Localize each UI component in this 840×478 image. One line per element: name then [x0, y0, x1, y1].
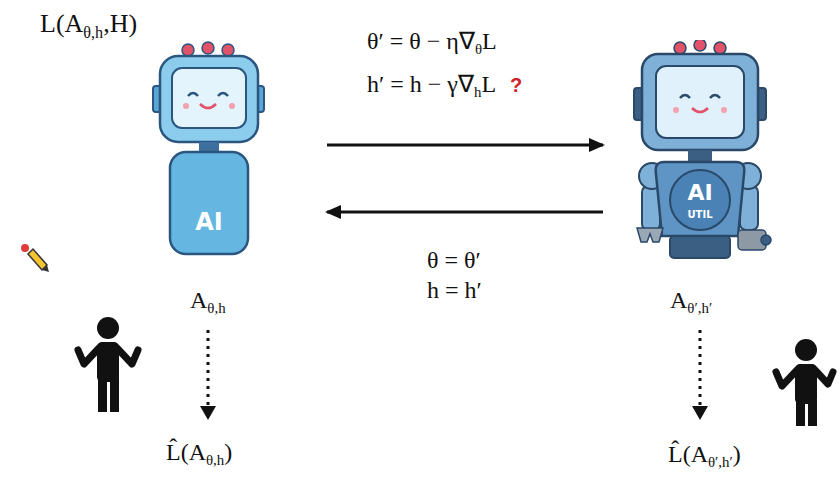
person-figure	[776, 339, 833, 426]
dotted-arrow	[692, 330, 708, 420]
formula-text: L	[481, 71, 496, 97]
formula-text: A	[670, 287, 687, 313]
subscript: θ	[475, 41, 482, 57]
robot-part	[229, 103, 235, 109]
robot-outline	[628, 40, 798, 265]
subscript: θ,h	[207, 300, 225, 316]
pencil-cursor	[21, 244, 49, 272]
robot-label: UTIL	[687, 210, 712, 220]
robot-part	[688, 150, 712, 162]
subscript: θ′,h′	[708, 454, 733, 470]
question-mark: ?	[510, 74, 522, 96]
robot-part	[200, 104, 216, 108]
robot-part	[160, 56, 258, 142]
robot-part	[714, 42, 726, 54]
robot-label: AI	[687, 182, 712, 204]
formula-text: L(A	[40, 9, 83, 38]
formula-text: θ′ = θ − η∇	[367, 28, 475, 54]
robot-part	[692, 108, 708, 112]
robot-part	[710, 95, 720, 98]
formula: Aθ′,h′	[670, 286, 712, 322]
robot-part	[670, 236, 730, 258]
robot-part	[656, 66, 744, 138]
robot-part	[642, 54, 758, 150]
robot-part	[218, 93, 228, 96]
robot-part	[673, 107, 679, 113]
robot-part	[670, 170, 730, 230]
formula-text: θ = θ′	[427, 247, 481, 273]
formula: h′ = h − γ∇hL?	[367, 70, 522, 106]
robot-part	[674, 42, 686, 54]
robot-label: AI	[195, 210, 223, 234]
formula: θ′ = θ − η∇θL	[367, 27, 497, 63]
robot-part	[172, 68, 246, 128]
formula: h = h′	[427, 276, 482, 304]
robot-part	[761, 235, 771, 245]
formula-text: L̂(A	[166, 439, 206, 465]
robot-part	[199, 142, 219, 152]
flow-arrow	[327, 144, 603, 147]
formula-text: )	[733, 441, 741, 467]
subscript: h	[474, 84, 481, 100]
formula: L̂(Aθ′,h′)	[668, 440, 741, 476]
robot-part	[721, 107, 727, 113]
robot-part	[656, 162, 745, 236]
subscript: θ,h	[206, 452, 224, 468]
flow-arrow	[327, 211, 603, 214]
dotted-arrow	[200, 330, 216, 420]
robot-part	[183, 103, 189, 109]
formula-text: h′ = h − γ∇	[367, 71, 474, 97]
formula: θ = θ′	[427, 246, 481, 274]
robot-part	[182, 44, 194, 56]
formula-text: )	[224, 439, 232, 465]
formula: L̂(Aθ,h)	[166, 438, 232, 474]
formula-text: L	[482, 28, 497, 54]
subscript: θ′,h′	[687, 300, 712, 316]
formula-text: L̂(A	[668, 441, 708, 467]
robot-part	[694, 40, 706, 51]
robot-node: AI	[150, 40, 265, 258]
subscript: θ,h	[83, 24, 103, 41]
formula: Aθ,h	[190, 286, 226, 322]
robot-part	[170, 152, 248, 254]
formula: L(Aθ,h,H)	[40, 10, 137, 47]
formula-text: ,H)	[103, 9, 137, 38]
robot-part	[202, 42, 214, 54]
robot-part	[222, 44, 234, 56]
person-figure	[78, 317, 138, 412]
formula-text: A	[190, 287, 207, 313]
robot-part	[680, 95, 690, 98]
formula-text: h = h′	[427, 277, 482, 303]
robot-part	[188, 93, 198, 96]
robot-part	[637, 228, 663, 242]
robot-node: AI UTIL	[628, 40, 798, 265]
